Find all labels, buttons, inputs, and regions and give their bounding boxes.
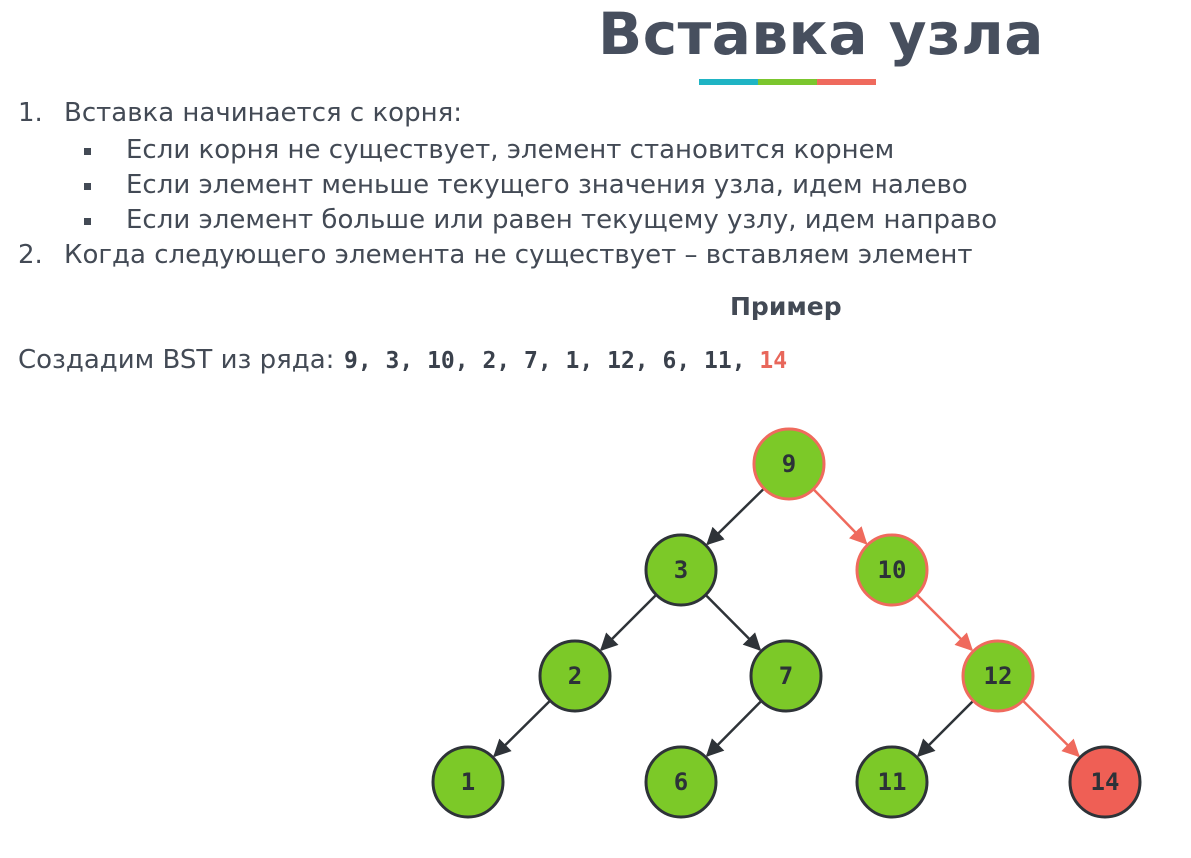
- title-underline: [699, 79, 876, 85]
- sequence-values: 9, 3, 10, 2, 7, 1, 12, 6, 11, 14: [344, 348, 787, 374]
- underline-green-segment: [758, 79, 817, 85]
- tree-node-1: 1: [431, 745, 505, 819]
- node-circle: [961, 639, 1035, 713]
- bullet-square-icon: [84, 148, 91, 155]
- rule-2-text: Когда следующего элемента не существует …: [64, 240, 973, 270]
- tree-node-11: 11: [855, 745, 929, 819]
- sequence-label: Создадим BST из ряда:: [18, 345, 335, 375]
- tree-node-10: 10: [855, 533, 929, 607]
- sequence-numbers: 9, 3, 10, 2, 7, 1, 12, 6, 11,: [344, 348, 760, 374]
- rule-1-bullet-3: Если элемент больше или равен текущему у…: [126, 205, 998, 235]
- node-label: 1: [461, 768, 475, 796]
- node-circle: [752, 427, 826, 501]
- node-label: 2: [568, 662, 582, 690]
- node-label: 6: [674, 768, 688, 796]
- sequence-highlighted-value: 14: [759, 348, 788, 374]
- node-circle: [749, 639, 823, 713]
- tree-node-9: 9: [752, 427, 826, 501]
- tree-node-6: 6: [644, 745, 718, 819]
- bullet-square-icon: [84, 183, 91, 190]
- node-label: 10: [878, 556, 907, 584]
- node-label: 14: [1091, 768, 1120, 796]
- rule-1-text: Вставка начинается с корня:: [64, 98, 462, 128]
- edge-3-to-2: [599, 594, 657, 652]
- tree-nodes: 9 3 10 2 7 12 1 6 11 14: [431, 427, 1142, 819]
- underline-cyan-segment: [699, 79, 758, 85]
- bullet-square-icon: [84, 218, 91, 225]
- edge-9-to-3: [706, 488, 765, 546]
- slide-title: Вставка узла: [598, 0, 1044, 68]
- example-heading: Пример: [730, 292, 842, 321]
- node-circle: [644, 533, 718, 607]
- node-circle: [538, 639, 612, 713]
- rule-1-number: 1.: [18, 98, 43, 128]
- rule-2-number: 2.: [18, 240, 43, 270]
- node-label: 11: [878, 768, 907, 796]
- node-circle: [644, 745, 718, 819]
- node-label: 7: [779, 662, 793, 690]
- node-circle: [855, 533, 929, 607]
- node-circle: [431, 745, 505, 819]
- tree-node-7: 7: [749, 639, 823, 713]
- underline-red-segment: [817, 79, 876, 85]
- rule-1-bullet-2: Если элемент меньше текущего значения уз…: [126, 170, 968, 200]
- tree-node-12: 12: [961, 639, 1035, 713]
- edge-12-to-14: [1022, 700, 1080, 758]
- edge-10-to-12: [916, 594, 974, 652]
- node-circle: [855, 745, 929, 819]
- tree-edges: [493, 488, 1080, 758]
- edge-3-to-7: [705, 594, 762, 651]
- node-label: 9: [782, 450, 796, 478]
- rule-1-bullet-1: Если корня не существует, элемент станов…: [126, 135, 895, 165]
- edge-9-to-10: [813, 488, 868, 545]
- node-label: 12: [984, 662, 1013, 690]
- node-label: 3: [674, 556, 688, 584]
- tree-node-3: 3: [644, 533, 718, 607]
- tree-node-2: 2: [538, 639, 612, 713]
- tree-node-14: 14: [1068, 745, 1142, 819]
- edge-12-to-11: [916, 700, 974, 758]
- edge-7-to-6: [705, 700, 762, 757]
- edge-2-to-1: [493, 700, 551, 758]
- node-circle: [1068, 745, 1142, 819]
